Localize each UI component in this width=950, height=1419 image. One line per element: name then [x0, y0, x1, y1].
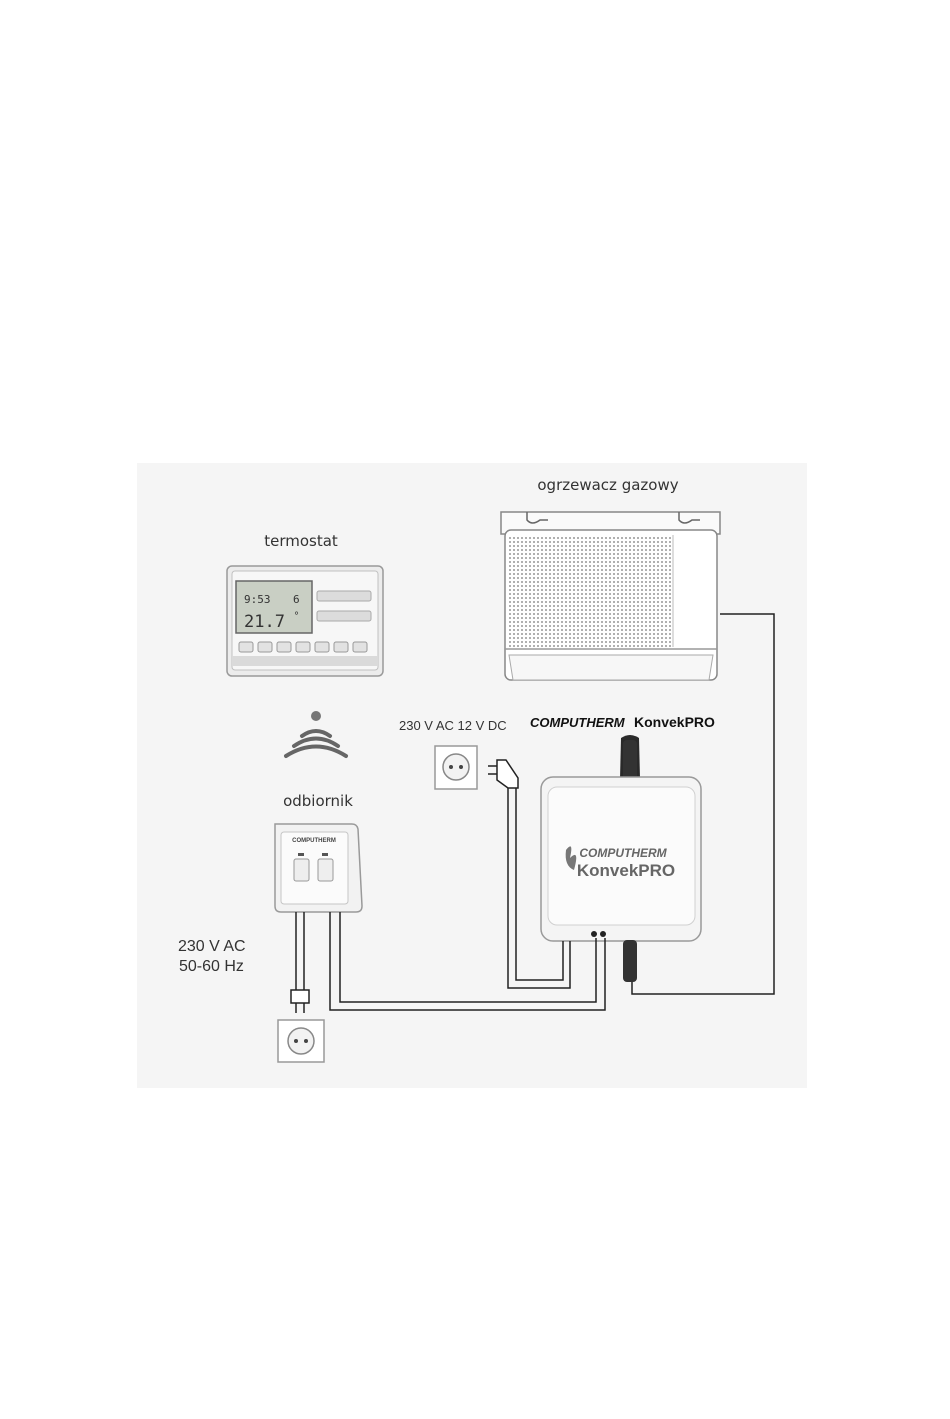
wall-outlet-top — [435, 746, 477, 789]
thermostat-day: 6 — [293, 593, 300, 606]
device-brand-computherm: COMPUTHERM — [579, 846, 667, 860]
thermostat-buttons — [239, 642, 367, 652]
receiver-label: odbiornik — [283, 792, 353, 810]
receiver-brand-badge: COMPUTHERM — [292, 838, 336, 844]
thermostat-unit: ° — [294, 611, 299, 622]
header-brand-konvekpro: KonvekPRO — [634, 714, 715, 730]
heater-label: ogrzewacz gazowy — [537, 476, 678, 494]
device-brand-konvekpro: KonvekPRO — [577, 861, 675, 880]
thermostat-temperature: 21.7 — [244, 612, 285, 632]
thermostat-label: termostat — [264, 532, 338, 550]
header-brand-computherm: COMPUTHERM — [530, 715, 626, 730]
thermostat-time: 9:53 — [244, 593, 271, 606]
gas-heater-illustration — [501, 512, 720, 680]
adapter-power-label: 230 V AC 12 V DC — [399, 718, 507, 733]
wall-outlet-bottom — [278, 1020, 324, 1062]
mains-voltage-label: 230 V AC — [178, 938, 246, 955]
mains-frequency-label: 50-60 Hz — [179, 958, 244, 975]
